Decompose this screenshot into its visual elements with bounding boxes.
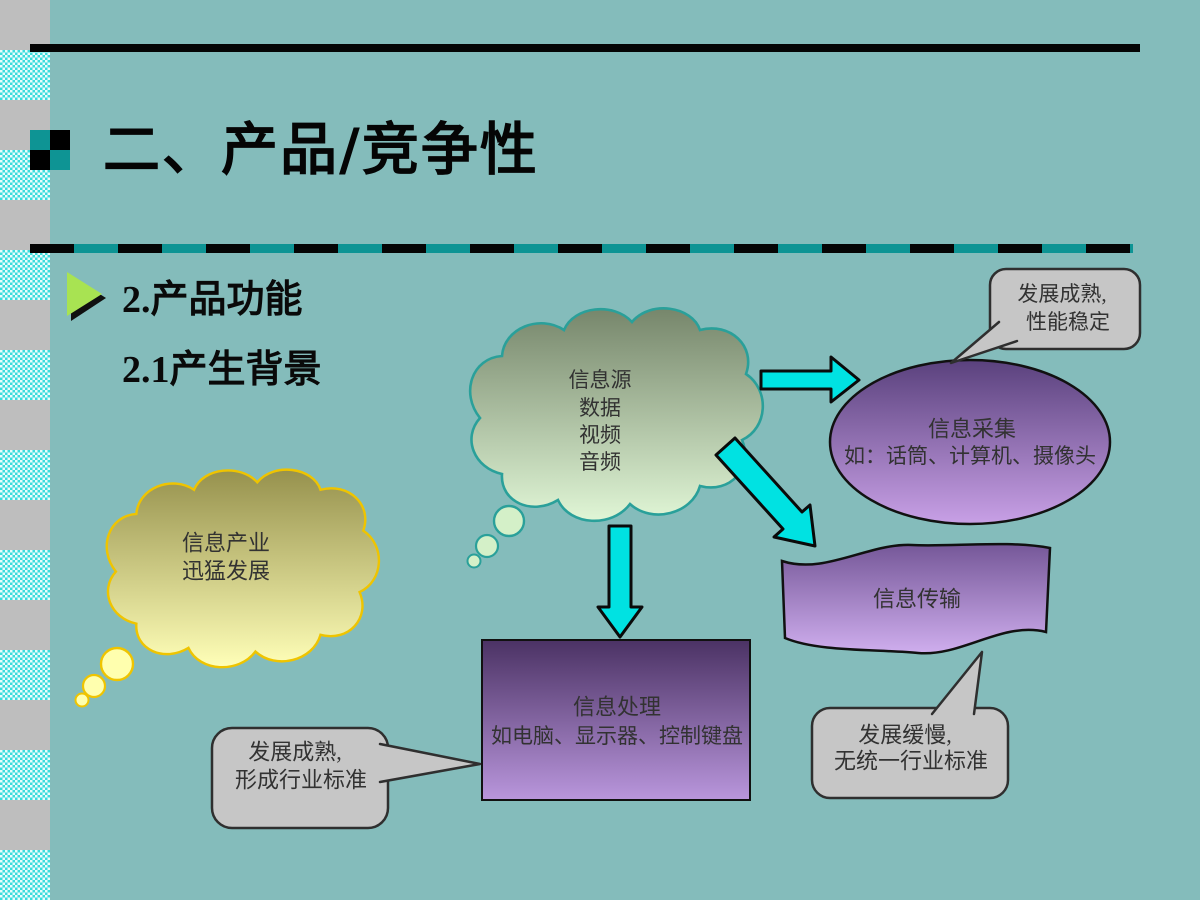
source-cloud-shape: 信息源 数据 视频 音频 xyxy=(466,307,765,569)
callout-bottom-left-line1: 发展成熟, xyxy=(248,740,342,765)
processing-box-shape: 信息处理 如电脑、显示器、控制键盘 xyxy=(481,639,751,801)
list-item-product-function: 2.产品功能 xyxy=(122,279,303,321)
transmission-label: 信息传输 xyxy=(873,587,961,612)
callout-top-right-line1: 发展成熟, xyxy=(1017,282,1106,306)
transmission-ribbon-shape: 信息传输 xyxy=(780,542,1052,655)
triangle-bullet-icon xyxy=(67,272,106,321)
collection-line2: 如：话筒、计算机、摄像头 xyxy=(844,444,1096,468)
page-title: 二、产品/竞争性 xyxy=(103,117,539,183)
processing-line2: 如电脑、显示器、控制键盘 xyxy=(491,724,743,748)
callout-bottom-right-line2: 无统一行业标准 xyxy=(834,749,988,774)
collection-line1: 信息采集 xyxy=(928,417,1016,442)
callout-bottom-right: 发展缓慢, 无统一行业标准 xyxy=(810,650,1010,800)
list-item-background: 2.1产生背景 xyxy=(122,349,322,391)
callout-top-right-line2: 性能稳定 xyxy=(1026,310,1110,334)
source-cloud-line1: 信息源 xyxy=(569,368,632,392)
industry-cloud-line1: 信息产业 xyxy=(182,531,270,556)
callout-bottom-left: 发展成熟, 形成行业标准 xyxy=(210,726,482,830)
checker-bullet-icon xyxy=(30,130,70,170)
arrow-right-icon xyxy=(759,355,861,404)
source-cloud-line2: 数据 xyxy=(579,396,621,420)
callout-bottom-left-line2: 形成行业标准 xyxy=(235,768,367,793)
dashed-divider-line xyxy=(30,244,1133,253)
source-cloud-line3: 视频 xyxy=(579,423,621,447)
arrow-diagonal-icon xyxy=(714,436,817,548)
collection-ellipse-shape: 信息采集 如：话筒、计算机、摄像头 xyxy=(828,358,1112,526)
callout-bottom-right-line1: 发展缓慢, xyxy=(858,723,952,748)
source-cloud-line4: 音频 xyxy=(579,450,621,474)
arrow-down-icon xyxy=(596,524,644,639)
industry-cloud-shape: 信息产业 迅猛发展 xyxy=(74,468,381,708)
processing-line1: 信息处理 xyxy=(573,695,661,720)
top-divider-line xyxy=(30,44,1140,52)
industry-cloud-line2: 迅猛发展 xyxy=(182,559,270,584)
callout-top-right: 发展成熟, 性能稳定 xyxy=(949,267,1142,365)
